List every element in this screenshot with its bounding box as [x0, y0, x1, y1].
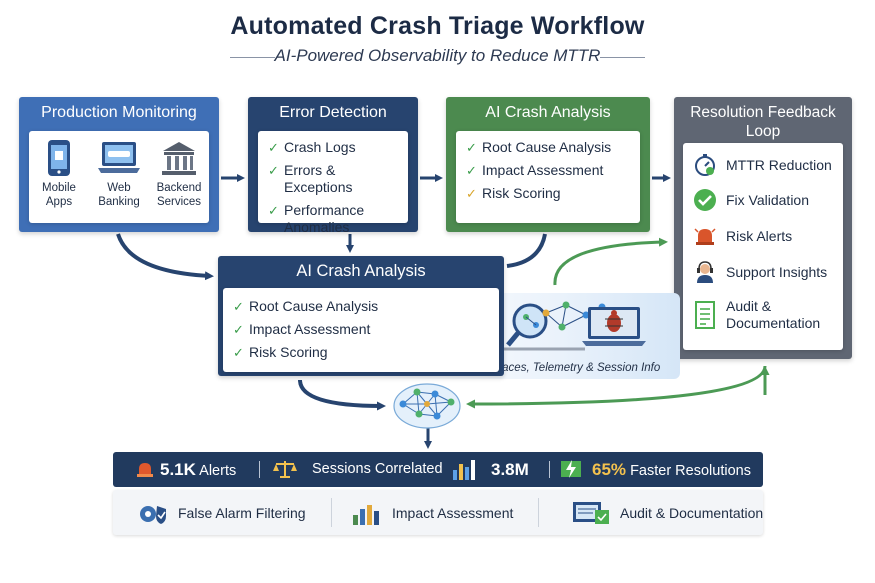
- feedback-item-support: Support Insights: [693, 260, 827, 284]
- production-monitoring-card: Production Monitoring Mobile Apps Web Ba…: [19, 97, 219, 232]
- analysis-item: ✓Root Cause Analysis: [233, 298, 379, 314]
- arrow-pm-curve: [116, 233, 214, 281]
- feedback-item-fix-validation: Fix Validation: [693, 188, 809, 212]
- feedback-item-audit: Audit & Documentation: [693, 298, 820, 332]
- arrow-aa-curve: [506, 233, 547, 268]
- feature-separator: [331, 498, 332, 527]
- stat-faster-label: Faster Resolutions: [630, 463, 751, 479]
- stat-alerts-value: 5.1K: [160, 460, 196, 479]
- check-icon: ✓: [268, 203, 279, 218]
- subtitle-line-left: [230, 57, 275, 58]
- stats-bar: 5.1K Alerts Sessions Correlated 3.8M 65%…: [113, 452, 763, 487]
- error-detection-item: ✓Performance Anomalies: [268, 202, 365, 235]
- production-monitoring-title: Production Monitoring: [41, 104, 197, 121]
- analysis-item: ✓Risk Scoring: [233, 344, 328, 360]
- ai-crash-analysis-mid-card: AI Crash Analysis ✓Root Cause Analysis ✓…: [218, 256, 504, 376]
- source-mobile-line2: Apps: [45, 196, 73, 208]
- mobile-phone-icon: [48, 140, 70, 176]
- alert-bell-icon: [137, 463, 153, 477]
- feature-audit-documentation: Audit & Documentation: [571, 490, 763, 535]
- magnifier-network-icon: [506, 301, 606, 347]
- source-backend-line2: Services: [156, 196, 202, 208]
- feature-separator: [538, 498, 539, 527]
- source-web-line2: Banking: [98, 196, 140, 208]
- stat-sessions-value: 3.8M: [491, 460, 529, 479]
- bar-chart-icon: [453, 460, 475, 480]
- bank-building-icon: [162, 142, 196, 175]
- subtitle-wrap: AI-Powered Observability to Reduce MTTR: [0, 46, 875, 66]
- ai-crash-analysis-mid-title: AI Crash Analysis: [296, 262, 426, 280]
- resolution-feedback-title: Resolution Feedback Loop: [674, 97, 852, 141]
- production-monitoring-body: Mobile Apps Web Banking Backe: [29, 131, 209, 223]
- ai-crash-analysis-mid-body: ✓Root Cause Analysis ✓Impact Assessment …: [223, 288, 499, 372]
- source-web-line1: Web: [107, 182, 131, 194]
- check-icon: ✓: [233, 299, 244, 314]
- page-title: Automated Crash Triage Workflow: [230, 12, 645, 40]
- analysis-item: ✓Risk Scoring: [466, 185, 561, 201]
- source-web-banking: Web Banking: [89, 139, 149, 209]
- scales-icon: [273, 461, 297, 478]
- stat-separator: [259, 461, 260, 478]
- error-detection-item: ✓Crash Logs: [268, 139, 356, 155]
- subtitle: AI-Powered Observability to Reduce MTTR: [274, 46, 601, 65]
- resolution-feedback-title-line1: Resolution Feedback: [690, 104, 836, 121]
- gear-shield-icon: [140, 505, 166, 524]
- feedback-item-mttr: MTTR Reduction: [693, 153, 832, 177]
- laptop-bug-icon: [582, 307, 646, 346]
- check-icon: ✓: [233, 322, 244, 337]
- source-mobile-apps: Mobile Apps: [29, 139, 89, 209]
- error-detection-title: Error Detection: [279, 104, 387, 121]
- stopwatch-icon: [695, 154, 715, 176]
- resolution-feedback-body: MTTR Reduction Fix Validation Risk Alert…: [683, 143, 843, 350]
- error-detection-item: ✓Errors & Exceptions: [268, 162, 353, 195]
- stat-separator: [549, 461, 550, 478]
- analysis-item: ✓Impact Assessment: [233, 321, 371, 337]
- support-agent-icon: [697, 261, 713, 283]
- source-backend-services: Backend Services: [149, 139, 209, 209]
- lightning-icon: [561, 460, 581, 478]
- check-icon: ✓: [466, 140, 477, 155]
- check-icon: ✓: [268, 163, 279, 178]
- resolution-feedback-card: Resolution Feedback Loop MTTR Reduction …: [674, 97, 852, 359]
- error-detection-body: ✓Crash Logs ✓Errors & Exceptions ✓Perfor…: [258, 131, 408, 235]
- document-icon: [695, 301, 715, 329]
- arrow-mid-to-brain: [298, 379, 386, 411]
- ai-crash-analysis-top-title: AI Crash Analysis: [485, 104, 611, 121]
- check-icon: ✓: [466, 186, 477, 201]
- analysis-item: ✓Root Cause Analysis: [466, 139, 612, 155]
- source-mobile-line1: Mobile: [42, 182, 76, 194]
- analysis-item: ✓Impact Assessment: [466, 162, 604, 178]
- arrow-green-top: [553, 237, 668, 286]
- check-icon: ✓: [233, 345, 244, 360]
- error-detection-card: Error Detection ✓Crash Logs ✓Errors & Ex…: [248, 97, 418, 235]
- stat-sessions-label: Sessions Correlated: [312, 461, 443, 477]
- stat-alerts-label: Alerts: [199, 463, 237, 479]
- ai-crash-analysis-top-body: ✓Root Cause Analysis ✓Impact Assessment …: [456, 131, 640, 223]
- stat-faster-value: 65%: [592, 460, 627, 479]
- ai-crash-analysis-top-card: AI Crash Analysis ✓Root Cause Analysis ✓…: [446, 97, 650, 232]
- feature-false-alarm: False Alarm Filtering: [135, 490, 306, 535]
- alarm-bell-icon: [694, 228, 716, 245]
- source-backend-line1: Backend: [156, 182, 202, 194]
- feedback-item-risk-alerts: Risk Alerts: [693, 224, 792, 248]
- subtitle-line-right: [600, 57, 645, 58]
- laptop-icon: [98, 142, 140, 173]
- check-icon: ✓: [466, 163, 477, 178]
- resolution-feedback-title-line2: Loop: [745, 123, 781, 140]
- check-icon: ✓: [268, 140, 279, 155]
- feature-impact-assessment: Impact Assessment: [351, 490, 513, 535]
- report-screen-icon: [573, 501, 609, 524]
- bar-chart-icon: [353, 504, 379, 525]
- stat-alerts: 5.1K Alerts: [160, 452, 236, 487]
- bottom-features-bar: False Alarm Filtering Impact Assessment …: [113, 490, 763, 535]
- checkmark-circle-icon: [694, 189, 716, 211]
- neural-network-icon: [393, 383, 461, 429]
- stat-faster: 65% Faster Resolutions: [592, 452, 751, 487]
- arrow-green-bottom: [466, 365, 767, 409]
